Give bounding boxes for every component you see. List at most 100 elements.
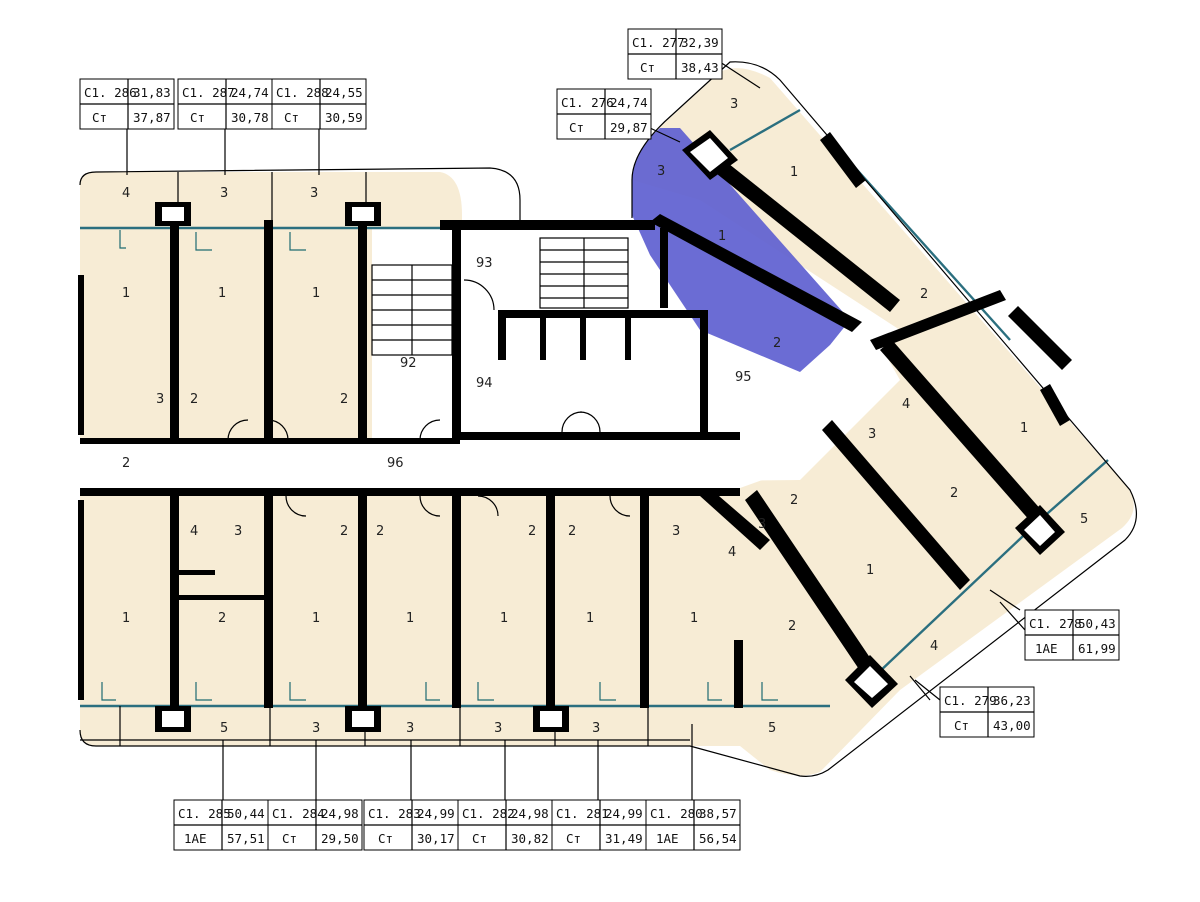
apartment-total: 30,59 [325, 110, 363, 125]
apartment-label-283[interactable]: С1. 283 24,99 Ст 30,17 [363, 799, 459, 851]
apartment-code: С1. 288 [276, 85, 329, 100]
apartment-label-278[interactable]: С1. 278 50,43 1АЕ 61,99 [1024, 609, 1120, 661]
room-number: 1 [586, 611, 594, 626]
apartment-type: 1АЕ [184, 831, 207, 846]
apartment-total: 31,49 [605, 831, 643, 846]
room-number: 4 [902, 397, 910, 412]
room-number: 3 [234, 524, 242, 539]
apartment-total: 61,99 [1078, 641, 1116, 656]
room-number-92: 92 [400, 356, 417, 371]
staircase [371, 237, 629, 356]
apartment-label-284[interactable]: С1. 284 24,98 Ст 29,50 [267, 799, 363, 851]
apartment-total: 29,50 [321, 831, 359, 846]
room-number-94: 94 [476, 376, 493, 391]
room-number: 1 [1020, 421, 1028, 436]
room-number: 2 [950, 486, 958, 501]
apartment-area: 24,98 [511, 806, 549, 821]
apartment-total: 56,54 [699, 831, 737, 846]
apartment-total: 29,87 [610, 120, 648, 135]
apartment-code: С1. 285 [178, 806, 231, 821]
room-number: 1 [122, 286, 130, 301]
room-number: 5 [220, 721, 228, 736]
room-number: 1 [218, 286, 226, 301]
apartment-label-286[interactable]: С1. 286 31,83 Ст 37,87 [79, 78, 175, 130]
apartment-area: 24,99 [605, 806, 643, 821]
room-number: 2 [528, 524, 536, 539]
apartment-type: Ст [284, 110, 299, 125]
apartment-label-279[interactable]: С1. 279 36,23 Ст 43,00 [939, 686, 1035, 738]
apartment-area: 31,83 [133, 85, 171, 100]
room-number: 1 [312, 611, 320, 626]
room-number: 2 [376, 524, 384, 539]
leader-lines [126, 61, 1026, 800]
room-number: 3 [592, 721, 600, 736]
apartment-code: С1. 282 [462, 806, 515, 821]
room-number: 4 [122, 186, 130, 201]
apartment-area: 50,43 [1078, 616, 1116, 631]
room-number: 1 [122, 611, 130, 626]
apartment-code: С1. 277 [632, 35, 685, 50]
apartment-area: 32,39 [681, 35, 719, 50]
room-number-93: 93 [476, 256, 493, 271]
room-number-96: 96 [387, 456, 404, 471]
apartment-total: 38,43 [681, 60, 719, 75]
room-number: 2 [568, 524, 576, 539]
apartment-type: Ст [954, 718, 969, 733]
room-number: 4 [930, 639, 938, 654]
apartment-type: Ст [282, 831, 297, 846]
apartment-label-281[interactable]: С1. 281 24,99 Ст 31,49 [551, 799, 647, 851]
apartment-type: 1АЕ [1035, 641, 1058, 656]
apartment-total: 57,51 [227, 831, 265, 846]
apartment-area: 24,99 [417, 806, 455, 821]
apartment-code: С1. 280 [650, 806, 703, 821]
room-number: 3 [758, 517, 766, 532]
apartment-total: 43,00 [993, 718, 1031, 733]
apartment-type: 1АЕ [656, 831, 679, 846]
room-number: 2 [773, 336, 781, 351]
apartment-type: Ст [190, 110, 205, 125]
room-number: 4 [190, 524, 198, 539]
apartment-labels: С1. 286 31,83 Ст 37,87 С1. 287 24,74 Ст … [79, 28, 1120, 851]
apartment-label-285[interactable]: С1. 285 50,44 1АЕ 57,51 [173, 799, 269, 851]
apartment-code: С1. 286 [84, 85, 137, 100]
apartment-label-280[interactable]: С1. 280 38,57 1АЕ 56,54 [645, 799, 741, 851]
floor-fill [80, 68, 1134, 776]
apartment-type: Ст [640, 60, 655, 75]
room-number: 1 [690, 611, 698, 626]
apartment-area: 24,98 [321, 806, 359, 821]
room-number: 3 [657, 164, 665, 179]
room-number-95: 95 [735, 370, 752, 385]
apartment-label-287[interactable]: С1. 287 24,74 Ст 30,78 [177, 78, 273, 130]
walls [78, 130, 1072, 732]
room-number: 1 [406, 611, 414, 626]
apartment-code: С1. 276 [561, 95, 614, 110]
apartment-label-282[interactable]: С1. 282 24,98 Ст 30,82 [457, 799, 553, 851]
room-number: 2 [122, 456, 130, 471]
room-number: 2 [190, 392, 198, 407]
apartment-label-276[interactable]: С1. 276 24,74 Ст 29,87 [556, 88, 652, 140]
apartment-area: 24,74 [610, 95, 648, 110]
room-number: 2 [790, 493, 798, 508]
room-number: 3 [494, 721, 502, 736]
room-number: 3 [406, 721, 414, 736]
room-number: 2 [340, 392, 348, 407]
apartment-code: С1. 278 [1029, 616, 1082, 631]
room-number: 1 [500, 611, 508, 626]
apartment-label-288[interactable]: С1. 288 24,55 Ст 30,59 [271, 78, 367, 130]
room-number: 3 [868, 427, 876, 442]
room-number: 3 [672, 524, 680, 539]
apartment-type: Ст [569, 120, 584, 135]
room-number: 3 [730, 97, 738, 112]
room-number: 5 [768, 721, 776, 736]
apartment-area: 50,44 [227, 806, 265, 821]
apartment-total: 37,87 [133, 110, 171, 125]
apartment-label-277[interactable]: С1. 277 32,39 Ст 38,43 [627, 28, 723, 80]
apartment-code: С1. 283 [368, 806, 421, 821]
apartment-type: Ст [378, 831, 393, 846]
apartment-area: 38,57 [699, 806, 737, 821]
apartment-type: Ст [92, 110, 107, 125]
highlighted-apartment-276[interactable] [632, 128, 850, 372]
apartment-total: 30,78 [231, 110, 269, 125]
room-number: 1 [866, 563, 874, 578]
